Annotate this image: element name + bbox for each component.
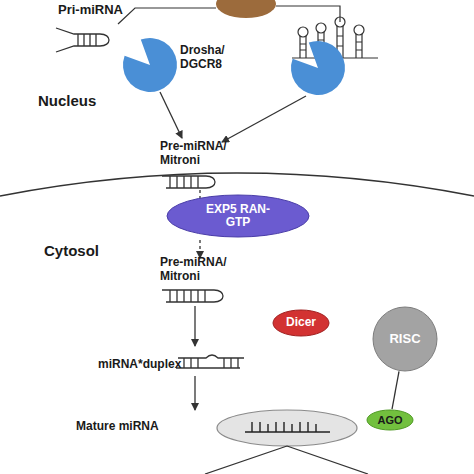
mature-strand bbox=[245, 422, 330, 432]
outcome-lines bbox=[205, 446, 368, 474]
transcript-line bbox=[276, 6, 340, 22]
mature-complex bbox=[217, 410, 357, 446]
process-arrow bbox=[160, 92, 182, 138]
drosha-pacman bbox=[123, 38, 177, 92]
compartment-label: Nucleus bbox=[38, 92, 128, 109]
ago-ellipse: AGO bbox=[366, 409, 414, 431]
enzyme-label: Drosha/ DGCR8 bbox=[180, 44, 238, 72]
risc-circle: RISC bbox=[372, 306, 438, 372]
molecule-label: Pre-miRNA/ Mitroni bbox=[160, 140, 234, 168]
polymerase-blob bbox=[216, 0, 276, 18]
molecule-label: miRNA*duplex bbox=[98, 358, 198, 372]
node-label: RISC bbox=[375, 332, 435, 346]
molecule-label: Pre-miRNA/ Mitroni bbox=[160, 256, 234, 284]
node-fill bbox=[273, 310, 329, 336]
process-arrow bbox=[222, 96, 306, 142]
node-text-box: AGO bbox=[366, 409, 414, 431]
pre-mirna-hairpin bbox=[162, 176, 215, 188]
dicer-ellipse: Dicer bbox=[272, 309, 330, 337]
node-text-box: RISC bbox=[372, 306, 438, 372]
node-fill bbox=[367, 410, 413, 430]
compartment-label: Cytosol bbox=[44, 242, 134, 259]
node-fill bbox=[373, 307, 437, 371]
node-fill bbox=[167, 195, 309, 237]
molecule-label: Mature miRNA bbox=[76, 420, 186, 434]
connector-line bbox=[392, 371, 399, 409]
node-label: Dicer bbox=[273, 316, 329, 329]
molecule-label: Pri-miRNA bbox=[58, 3, 148, 18]
pri-mirna-hairpin bbox=[56, 28, 109, 52]
process-arrow bbox=[194, 306, 195, 346]
node-label: AGO bbox=[367, 414, 413, 426]
drosha-pacman bbox=[291, 41, 345, 95]
mirna-duplex bbox=[176, 355, 244, 368]
exportin-ellipse: EXP5 RAN-GTP bbox=[166, 194, 310, 238]
nuclear-membrane bbox=[0, 173, 474, 196]
node-text-box: EXP5 RAN-GTP bbox=[166, 194, 310, 238]
transcript-line bbox=[118, 8, 216, 24]
process-arrow bbox=[194, 376, 195, 410]
pre-mirna-hairpin bbox=[162, 290, 223, 302]
node-label: EXP5 RAN-GTP bbox=[203, 203, 273, 229]
node-text-box: Dicer bbox=[272, 309, 330, 337]
